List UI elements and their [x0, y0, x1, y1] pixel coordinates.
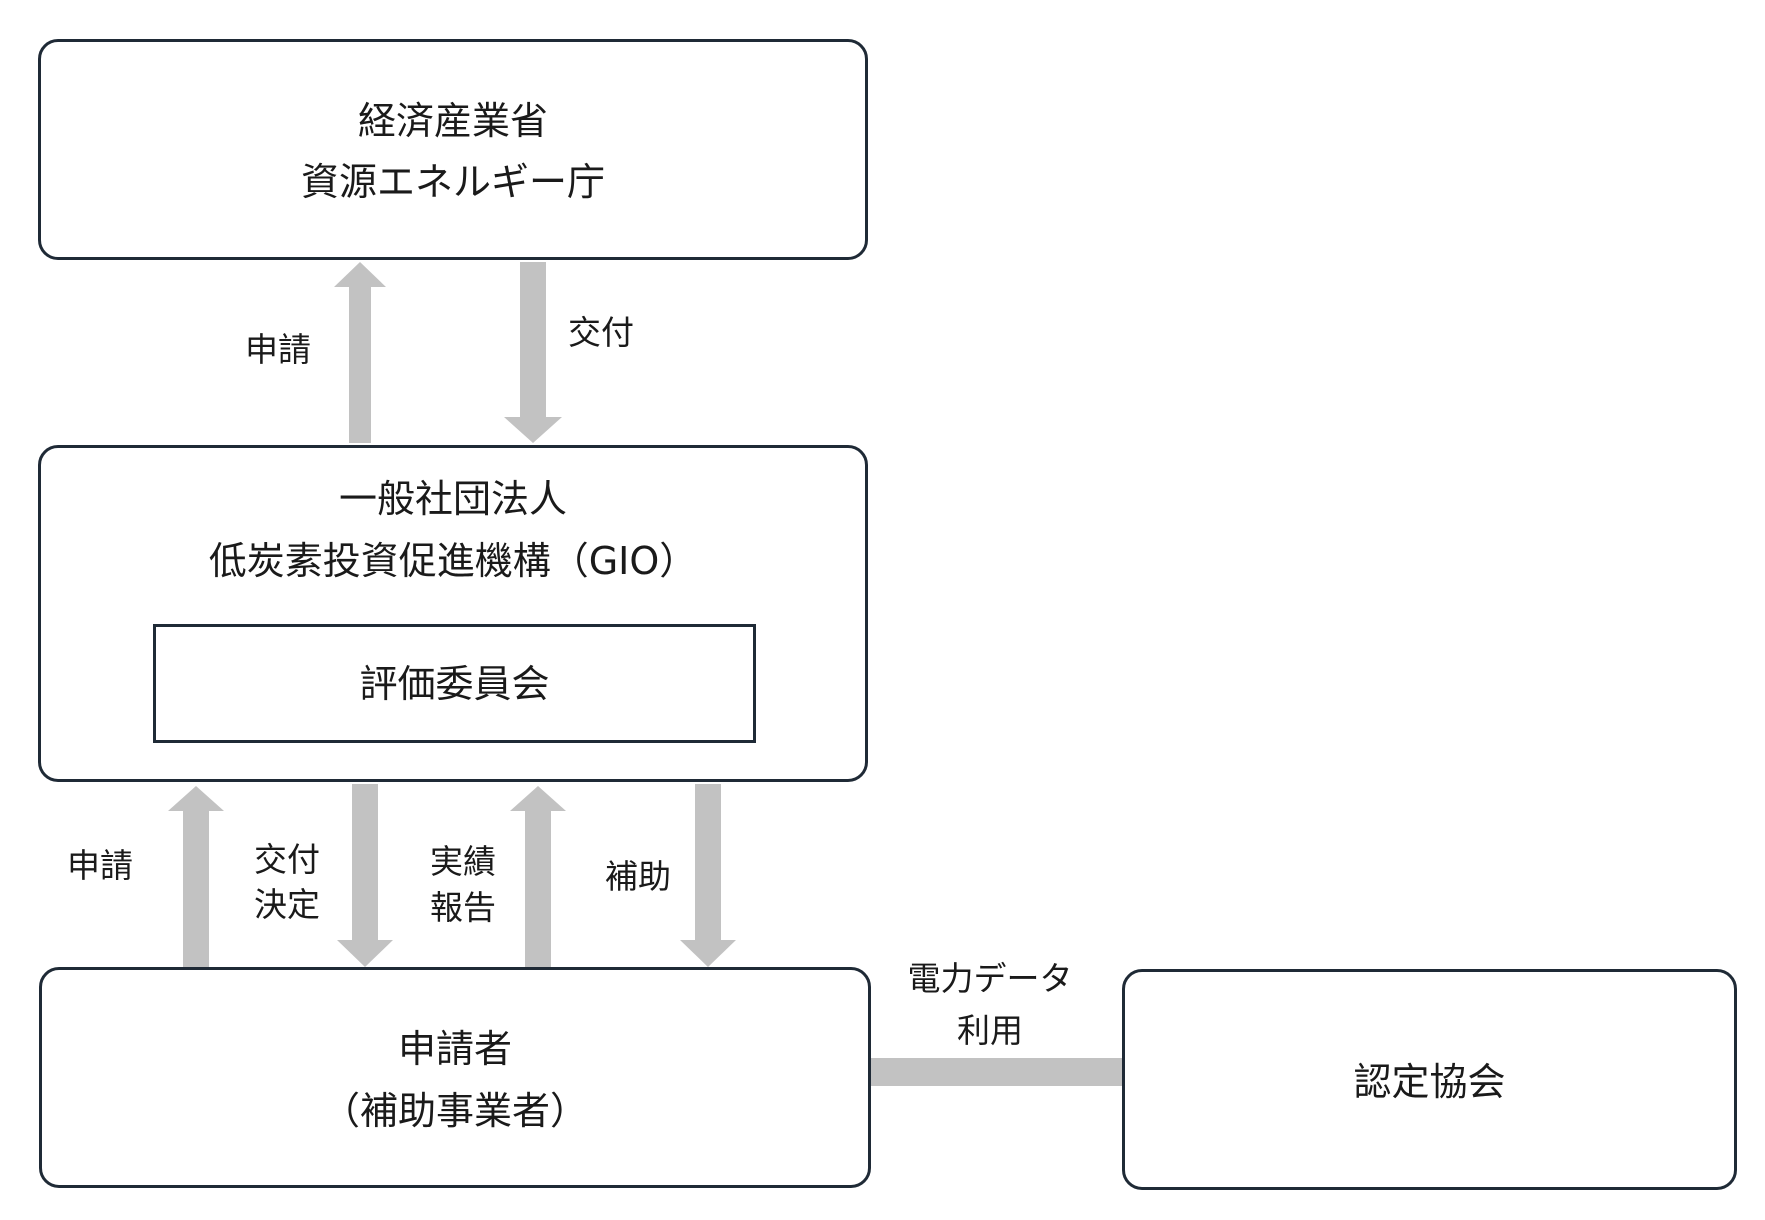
- label-report-2: 報告: [430, 888, 496, 927]
- label-subsidy: 補助: [605, 857, 671, 896]
- node-cert: 認定協会: [1122, 969, 1737, 1190]
- applicant-line2: （補助事業者）: [321, 1089, 588, 1133]
- label-bottom-apply: 申請: [67, 846, 133, 885]
- label-grant-decision-1: 交付: [254, 840, 320, 879]
- arrow-up-bottom-apply: [168, 786, 224, 967]
- meti-line1: 経済産業省: [357, 99, 548, 143]
- node-committee: 評価委員会: [153, 624, 756, 743]
- arrow-down-subsidy: [680, 784, 736, 967]
- arrow-down-grant-decision: [337, 784, 393, 967]
- node-meti: 経済産業省 資源エネルギー庁: [38, 39, 868, 260]
- node-gio: 一般社団法人 低炭素投資促進機構（GIO） 評価委員会: [38, 445, 868, 782]
- arrow-up-report: [510, 786, 566, 967]
- meti-line2: 資源エネルギー庁: [300, 160, 605, 204]
- applicant-line1: 申請者: [397, 1027, 512, 1071]
- label-top-apply: 申請: [245, 330, 311, 369]
- label-top-grant: 交付: [568, 313, 634, 352]
- committee-label: 評価委員会: [359, 662, 550, 706]
- label-power-2: 利用: [957, 1011, 1023, 1050]
- arrow-up-top-apply: [334, 262, 386, 443]
- connector-power-data: [868, 1058, 1123, 1086]
- gio-line1: 一般社団法人: [338, 477, 567, 521]
- label-grant-decision-2: 決定: [254, 885, 320, 924]
- gio-line2: 低炭素投資促進機構（GIO）: [208, 539, 698, 583]
- label-report-1: 実績: [430, 842, 496, 881]
- node-applicant: 申請者 （補助事業者）: [39, 967, 871, 1188]
- arrow-down-top-grant: [504, 262, 562, 443]
- cert-label: 認定協会: [1353, 1060, 1506, 1104]
- label-power-1: 電力データ: [907, 959, 1073, 998]
